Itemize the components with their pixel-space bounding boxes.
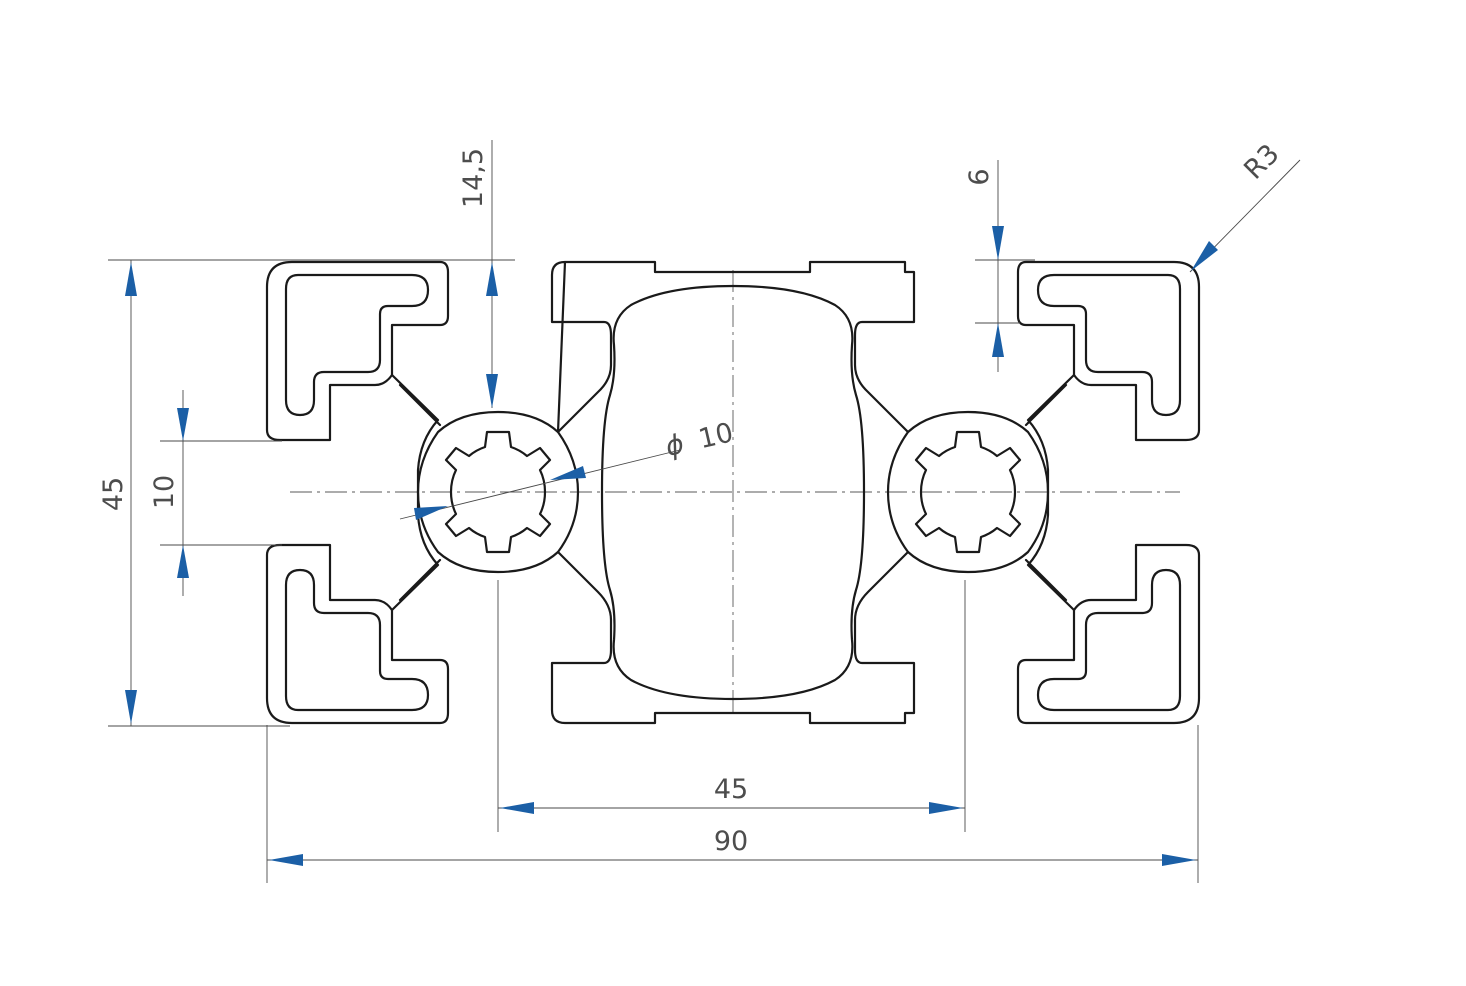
corner-inner-bottom-left [284, 568, 430, 712]
diameter-symbol: ϕ [663, 429, 687, 463]
arrow-dia-left [414, 506, 448, 520]
extension-lines [108, 140, 1301, 883]
dimension-labels: 45 10 14,5 6 R3 45 90 ϕ 10 [98, 138, 1286, 857]
dim-corner-radius: R3 [1238, 138, 1285, 185]
corner-lobe-bottom-right [1016, 543, 1201, 725]
slot-webs-left [390, 373, 442, 612]
dim-flange-thickness: 6 [964, 168, 995, 185]
dim-slot-depth: 14,5 [458, 148, 489, 208]
arrow-45v-bottom [125, 690, 137, 724]
slot-webs-right [1024, 373, 1076, 612]
dim-core-spacing: 45 [714, 774, 748, 805]
corner-lobe-bottom-left [265, 543, 450, 725]
arrow-14-5-bottom [486, 374, 498, 408]
central-cavity [600, 284, 866, 701]
corner-lobe-top-left [265, 260, 450, 442]
arrow-90-left [269, 854, 303, 866]
corner-inner-top-left [284, 273, 430, 417]
arrow-dia-right [550, 466, 586, 480]
corner-inner-bottom-right [1036, 568, 1182, 712]
dim-core-bore: 10 [696, 417, 736, 455]
dimension-arrows [125, 226, 1218, 866]
arrow-14-5-top [486, 262, 498, 296]
corner-lobe-top-right [1016, 260, 1201, 442]
core-ring-right [886, 410, 1050, 574]
corner-inner-top-right [1036, 273, 1182, 417]
arrow-6-top [992, 226, 1004, 260]
arrow-45v-top [125, 262, 137, 296]
arrow-90-right [1162, 854, 1196, 866]
dim-overall-width: 90 [714, 826, 748, 857]
central-body [550, 260, 916, 725]
core-bore-left [444, 430, 552, 554]
arrow-6-bottom [992, 323, 1004, 357]
dim-overall-height: 45 [98, 477, 129, 511]
arrow-10-top [177, 408, 189, 441]
profile-outline [265, 260, 1201, 725]
arrow-r3 [1191, 241, 1218, 271]
dim-slot-width: 10 [149, 475, 180, 509]
arrow-45h-left [500, 802, 534, 814]
core-bore-right [914, 430, 1022, 554]
arrow-45h-right [929, 802, 963, 814]
arrow-10-bottom [177, 545, 189, 578]
center-lines [290, 270, 1180, 715]
